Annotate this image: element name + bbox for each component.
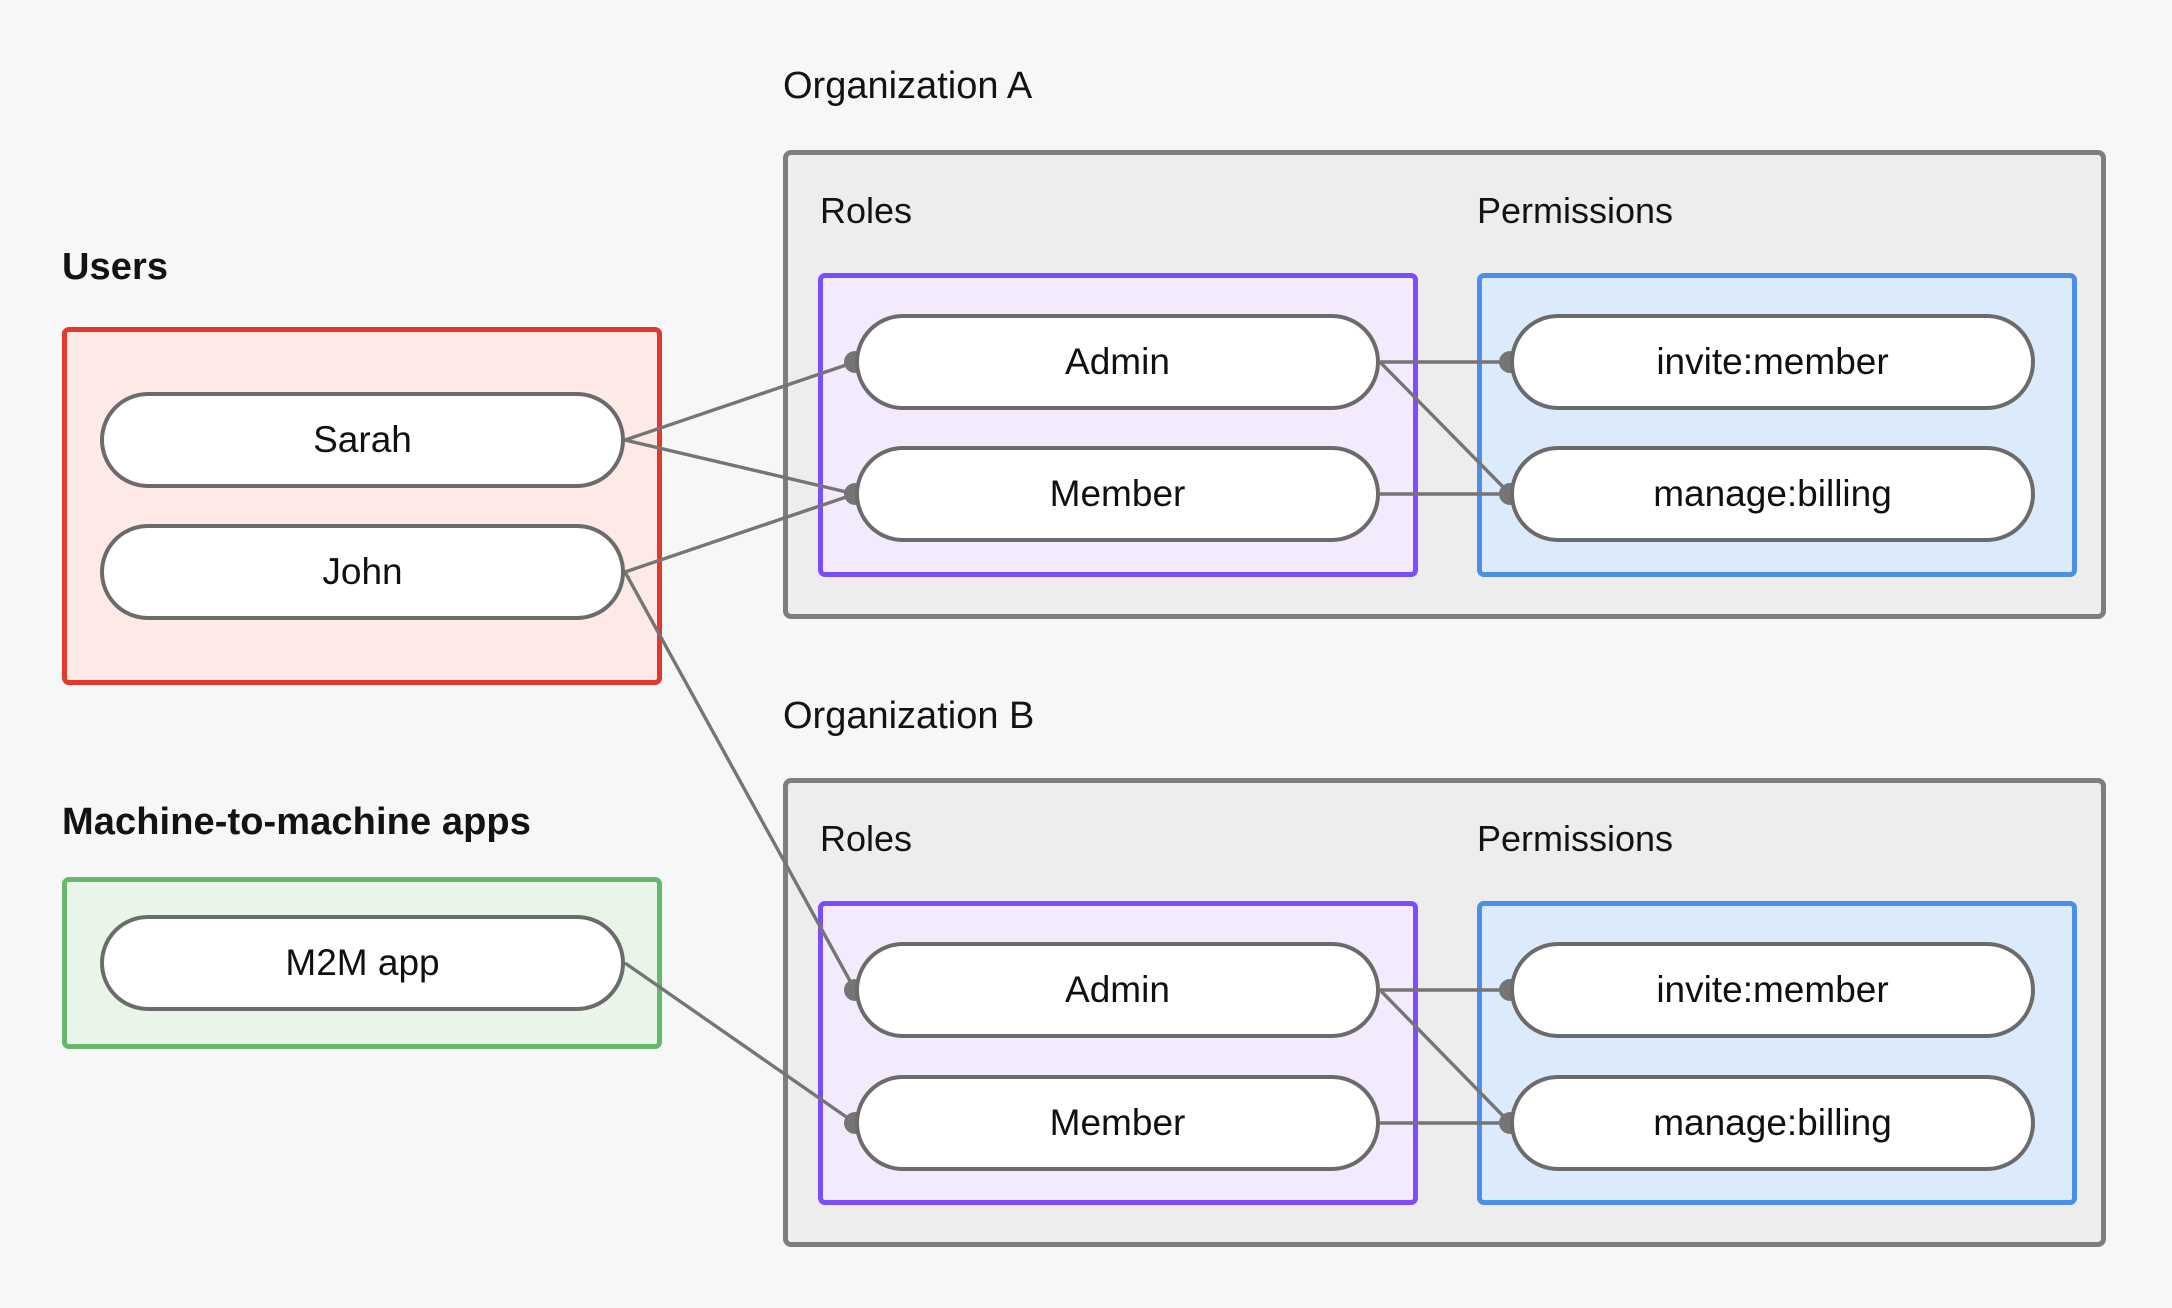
users-group-title: Users — [62, 246, 169, 288]
organization-a-permission-invite-member[interactable]: invite:member — [1510, 314, 2035, 410]
organization-a-permissions-label: Permissions — [1477, 190, 1674, 231]
organization-b-permission-invite-member-label: invite:member — [1656, 969, 1889, 1010]
organization-a-permission-manage-billing[interactable]: manage:billing — [1510, 446, 2035, 542]
organization-b-role-admin[interactable]: Admin — [855, 942, 1380, 1038]
organization-a-role-member[interactable]: Member — [855, 446, 1380, 542]
user-node-sarah[interactable]: Sarah — [100, 392, 625, 488]
organization-b-role-member[interactable]: Member — [855, 1075, 1380, 1171]
user-node-john[interactable]: John — [100, 524, 625, 620]
organization-a-role-admin[interactable]: Admin — [855, 314, 1380, 410]
organization-b-permission-invite-member[interactable]: invite:member — [1510, 942, 2035, 1038]
m2m-node-app-label: M2M app — [285, 942, 440, 983]
organization-a-permission-invite-member-label: invite:member — [1656, 341, 1889, 382]
organization-a-title: Organization A — [783, 65, 1033, 107]
organization-a-role-member-label: Member — [1049, 473, 1186, 514]
m2m-group-title: Machine-to-machine apps — [62, 801, 531, 843]
users-group-box — [62, 327, 662, 685]
organization-b-roles-label: Roles — [820, 818, 913, 859]
organization-b-title: Organization B — [783, 695, 1035, 737]
organization-b-role-member-label: Member — [1049, 1102, 1186, 1143]
user-node-john-label: John — [322, 551, 403, 592]
organization-b-permission-manage-billing-label: manage:billing — [1653, 1102, 1892, 1143]
m2m-node-app[interactable]: M2M app — [100, 915, 625, 1011]
organization-a-permission-manage-billing-label: manage:billing — [1653, 473, 1892, 514]
organization-a-roles-label: Roles — [820, 190, 913, 231]
organization-a-role-admin-label: Admin — [1065, 341, 1170, 382]
organization-b-permission-manage-billing[interactable]: manage:billing — [1510, 1075, 2035, 1171]
user-node-sarah-label: Sarah — [313, 419, 412, 460]
organization-b-role-admin-label: Admin — [1065, 969, 1170, 1010]
organization-b-permissions-label: Permissions — [1477, 818, 1674, 859]
